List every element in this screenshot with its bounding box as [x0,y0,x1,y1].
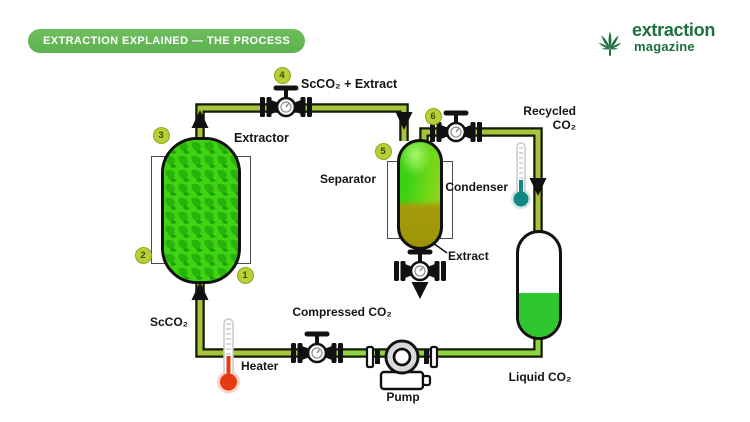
stream-label-recycled-co2: Recycled CO₂ [498,104,576,133]
step-badge-5: 5 [374,142,392,160]
title-badge-label: EXTRACTION EXPLAINED — THE PROCESS [43,35,291,47]
step-number: 2 [140,249,146,261]
brand-logo-text: extraction magazine [632,21,715,53]
equipment-label-extractor: Extractor [234,131,289,145]
liquid-co2-vessel [516,230,562,340]
condenser-thermometer-icon [511,142,531,209]
valve-extract-drain-icon [394,251,446,281]
pump-icon [365,339,439,391]
step-number: 1 [242,269,248,281]
step-badge-2: 2 [134,246,152,264]
extract-pointer-line [432,242,448,254]
stream-label-compressed-co2: Compressed CO₂ [292,305,392,319]
extractor-vessel [161,137,241,284]
brand-name: extraction [632,20,716,40]
recycled-co2-line2: CO₂ [552,118,576,133]
brand-subname: magazine [634,39,695,54]
equipment-label-pump: Pump [386,390,420,404]
step-number: 4 [279,69,285,81]
cannabis-leaf-icon [598,31,622,56]
recycled-co2-line1: Recycled [523,104,576,118]
flow-arrow-down-separator-inlet [395,112,413,130]
stream-label-liquid-co2: Liquid CO₂ [508,370,572,384]
heater-thermometer-icon [217,318,240,394]
step-number: 3 [158,129,164,141]
step-badge-6: 6 [424,107,442,125]
valve-compressed-co2-icon [291,333,343,363]
plant-material-texture [164,140,238,281]
flow-arrow-down-condenser [529,178,547,196]
step-number: 5 [380,145,386,157]
flow-arrow-up-extractor-inlet [191,282,209,300]
brand-logo: extraction magazine [592,21,715,59]
flow-arrow-down-extract-drain [411,282,429,299]
equipment-label-separator: Separator [319,172,376,186]
step-number: 6 [430,110,436,122]
liquid-co2-level [519,293,559,337]
equipment-label-condenser: Condenser [445,180,508,194]
stream-label-extract: Extract [448,249,489,263]
stream-label-scco2-extract: ScCO₂ + Extract [301,77,398,91]
step-badge-1: 1 [236,266,254,284]
separator-vessel [397,139,443,250]
title-badge: EXTRACTION EXPLAINED — THE PROCESS [28,29,306,53]
equipment-label-heater: Heater [241,359,279,373]
stream-label-scco2: ScCO₂ [149,315,188,329]
step-badge-4: 4 [273,66,291,84]
flow-arrow-up-extractor-outlet [191,110,209,128]
step-badge-3: 3 [152,126,170,144]
